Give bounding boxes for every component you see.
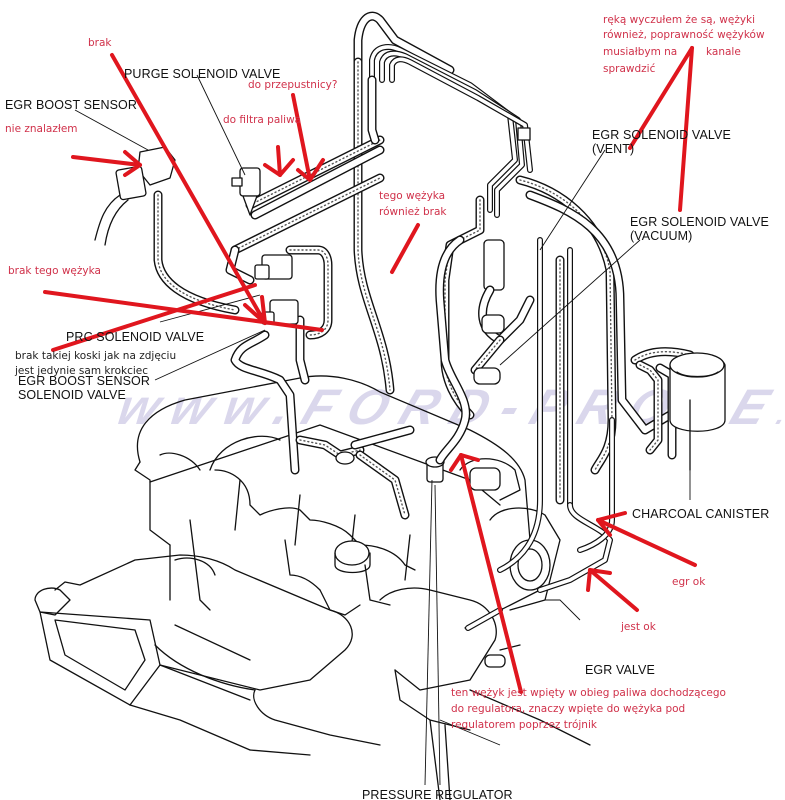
label-egr-boost-sensor-solenoid-line2: SOLENOID VALVE	[18, 388, 126, 402]
label-egr-solenoid-vent-line1: EGR SOLENOID VALVE	[592, 128, 731, 142]
note-do-przepustnicy: do przepustnicy?	[248, 79, 338, 91]
arrow-brak	[110, 53, 267, 325]
label-egr-boost-sensor-solenoid-line1: EGR BOOST SENSOR	[18, 374, 150, 388]
purge-solenoid-shape	[231, 167, 261, 216]
arrow-regulator	[459, 453, 523, 694]
arrowhead-nie-znalazlem	[123, 150, 142, 177]
note-tego-wezyka-line2: również brak	[379, 206, 447, 218]
label-egr-boost-sensor: EGR BOOST SENSOR	[5, 98, 137, 112]
note-nie-znalazlem: nie znalazłem	[5, 123, 78, 135]
note-top-right-line1: ręką wyczułem że są, wężyki	[603, 14, 756, 26]
note-regulator-line2: do regulatora, znaczy wpięte do wężyka p…	[451, 703, 686, 715]
label-egr-solenoid-vent-line2: (VENT)	[592, 142, 635, 156]
note-top-right-line3b: kanale	[706, 46, 741, 58]
note-tego-wezyka-line1: tego wężyka	[379, 190, 446, 202]
arrowhead-do-przepustnicy	[296, 158, 325, 182]
note-regulator-line3: regulatorem poprzez trójnik	[451, 719, 597, 731]
note-egr-ok: egr ok	[672, 576, 706, 588]
note-regulator-line1: ten wężyk jest wpięty w obieg paliwa doc…	[451, 687, 726, 699]
annotation-arrows	[43, 46, 697, 694]
arrow-egr-ok	[596, 518, 697, 567]
label-egr-valve: EGR VALVE	[585, 663, 655, 677]
arrowhead-regulator	[449, 453, 480, 472]
arrow-jest-ok	[588, 568, 639, 612]
note-jest-ok: jest ok	[621, 621, 656, 633]
arrow-tego-wezyka	[390, 223, 420, 274]
label-purge-solenoid-valve: PURGE SOLENOID VALVE	[124, 67, 281, 81]
label-pressure-regulator: PRESSURE REGULATOR	[362, 788, 513, 800]
arrow-brak-tego-wezyka	[43, 290, 324, 332]
egr-boost-sensor-shape	[94, 146, 176, 246]
note-brak-koski-line1: brak takiej koski jak na zdjęciu	[15, 350, 177, 362]
note-brak: brak	[88, 37, 112, 49]
arrow-top-right-1	[628, 46, 694, 150]
arrow-nie-znalazlem	[71, 155, 142, 167]
arrow-top-right-2	[678, 46, 694, 212]
vacuum-hoses	[153, 11, 700, 593]
note-brak-tego-wezyka: brak tego wężyka	[8, 265, 101, 277]
arrow-brak-koski	[51, 283, 257, 352]
charcoal-canister-shape	[669, 352, 726, 471]
note-brak-koski-line2: jest jedynie sam krokciec	[15, 365, 148, 377]
note-do-filtra-paliwa: do filtra paliwa	[223, 114, 302, 126]
arrowhead-do-filtra	[263, 158, 295, 177]
note-top-right-line4: sprawdzić	[603, 63, 656, 75]
arrowhead-egr-ok	[596, 511, 627, 537]
label-egr-solenoid-vacuum-line1: EGR SOLENOID VALVE	[630, 215, 769, 229]
components	[94, 146, 726, 471]
arrow-do-filtra	[276, 145, 282, 177]
engine-block	[34, 375, 591, 800]
leader-lines	[74, 74, 691, 786]
note-top-right-line2: również, poprawność wężyków	[603, 29, 765, 41]
arrow-do-przepustnicy	[291, 93, 312, 182]
label-charcoal-canister: CHARCOAL CANISTER	[632, 507, 770, 521]
arrowhead-jest-ok	[586, 568, 612, 592]
label-egr-solenoid-vacuum-line2: (VACUUM)	[630, 229, 693, 243]
note-top-right-line3a: musiałbym na	[603, 46, 678, 58]
label-prc-solenoid-valve: PRC SOLENOID VALVE	[66, 330, 205, 344]
